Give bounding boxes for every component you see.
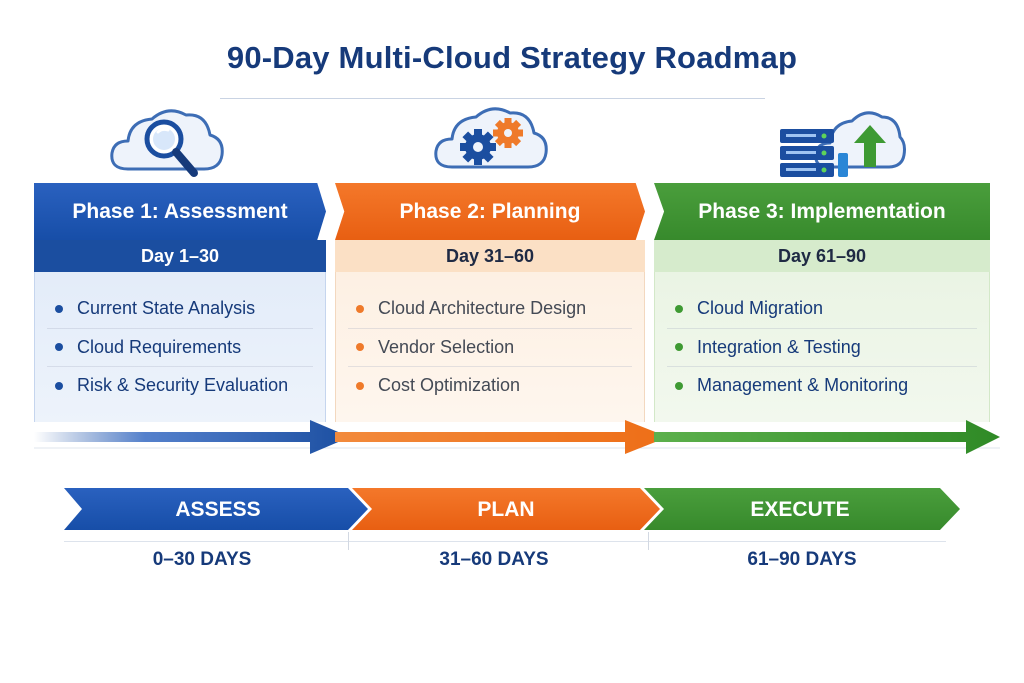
cloud-gears-icon bbox=[434, 107, 548, 169]
list-item-label: Vendor Selection bbox=[378, 336, 515, 357]
range-separator bbox=[348, 532, 349, 550]
list-item-label: Integration & Testing bbox=[697, 336, 861, 357]
bullet bbox=[356, 304, 364, 313]
stage-execute: EXECUTE bbox=[644, 488, 960, 530]
list-item: Integration & Testing bbox=[667, 329, 977, 367]
bullet bbox=[675, 304, 683, 313]
phase-2-days: Day 31–60 bbox=[335, 240, 645, 272]
cloud-magnifier-icon bbox=[110, 109, 224, 177]
list-item-label: Risk & Security Evaluation bbox=[77, 375, 289, 396]
phase-1-card: Phase 1: Assessment Day 1–30 Current Sta… bbox=[34, 183, 326, 448]
phase-1-days: Day 1–30 bbox=[34, 240, 326, 272]
list-item: Risk & Security Evaluation bbox=[47, 367, 313, 405]
phase-2-list: Cloud Architecture Design Vendor Selecti… bbox=[335, 272, 645, 422]
list-item: Vendor Selection bbox=[348, 329, 632, 367]
progress-arrows bbox=[34, 420, 1000, 454]
bottom-divider bbox=[64, 541, 946, 542]
list-item-label: Cloud Architecture Design bbox=[378, 298, 587, 319]
list-item: Cloud Architecture Design bbox=[348, 290, 632, 329]
phase-1-arrow bbox=[34, 420, 350, 454]
bullet bbox=[356, 381, 364, 390]
list-item-label: Cost Optimization bbox=[378, 375, 521, 396]
phase-3-card: Phase 3: Implementation Day 61–90 Cloud … bbox=[654, 183, 990, 448]
list-item: Cloud Migration bbox=[667, 290, 977, 329]
phase-1-title: Phase 1: Assessment bbox=[34, 183, 326, 240]
phase-2-title: Phase 2: Planning bbox=[335, 183, 645, 240]
phase-3-list: Cloud Migration Integration & Testing Ma… bbox=[654, 272, 990, 422]
phase-3-days: Day 61–90 bbox=[654, 240, 990, 272]
phase-1-list: Current State Analysis Cloud Requirement… bbox=[34, 272, 326, 422]
list-item-label: Management & Monitoring bbox=[697, 375, 909, 396]
phase-2-arrow bbox=[335, 420, 668, 454]
page-title: 90-Day Multi-Cloud Strategy Roadmap bbox=[226, 40, 798, 75]
bullet bbox=[55, 343, 63, 352]
stage-plan-label: PLAN bbox=[477, 498, 534, 521]
stage-assess-range: 0–30 DAYS bbox=[152, 549, 252, 570]
list-item: Current State Analysis bbox=[47, 290, 313, 329]
bullet bbox=[55, 304, 63, 313]
list-item: Management & Monitoring bbox=[667, 367, 977, 405]
list-item: Cloud Requirements bbox=[47, 329, 313, 367]
phase-2-card: Phase 2: Planning Day 31–60 Cloud Archit… bbox=[335, 183, 645, 448]
range-separator bbox=[648, 532, 649, 550]
stage-assess: ASSESS bbox=[64, 488, 368, 530]
stage-chevrons: ASSESS PLAN EXECUTE bbox=[64, 488, 960, 530]
list-item: Cost Optimization bbox=[348, 367, 632, 405]
bullet bbox=[675, 343, 683, 352]
bullet bbox=[675, 381, 683, 390]
stage-assess-label: ASSESS bbox=[175, 498, 260, 521]
phase-3-title: Phase 3: Implementation bbox=[654, 183, 990, 240]
stage-plan: PLAN bbox=[352, 488, 660, 530]
stage-plan-range: 31–60 DAYS bbox=[439, 549, 549, 570]
title-divider bbox=[220, 98, 765, 99]
server-cloud-upload-icon bbox=[780, 111, 906, 177]
bullet bbox=[55, 381, 63, 390]
list-item-label: Cloud Requirements bbox=[77, 336, 242, 357]
bullet bbox=[356, 343, 364, 352]
stage-execute-range: 61–90 DAYS bbox=[747, 549, 857, 570]
list-item-label: Current State Analysis bbox=[77, 298, 256, 319]
list-item-label: Cloud Migration bbox=[697, 298, 824, 319]
phase-3-arrow bbox=[654, 420, 1000, 454]
stage-execute-label: EXECUTE bbox=[750, 498, 849, 521]
